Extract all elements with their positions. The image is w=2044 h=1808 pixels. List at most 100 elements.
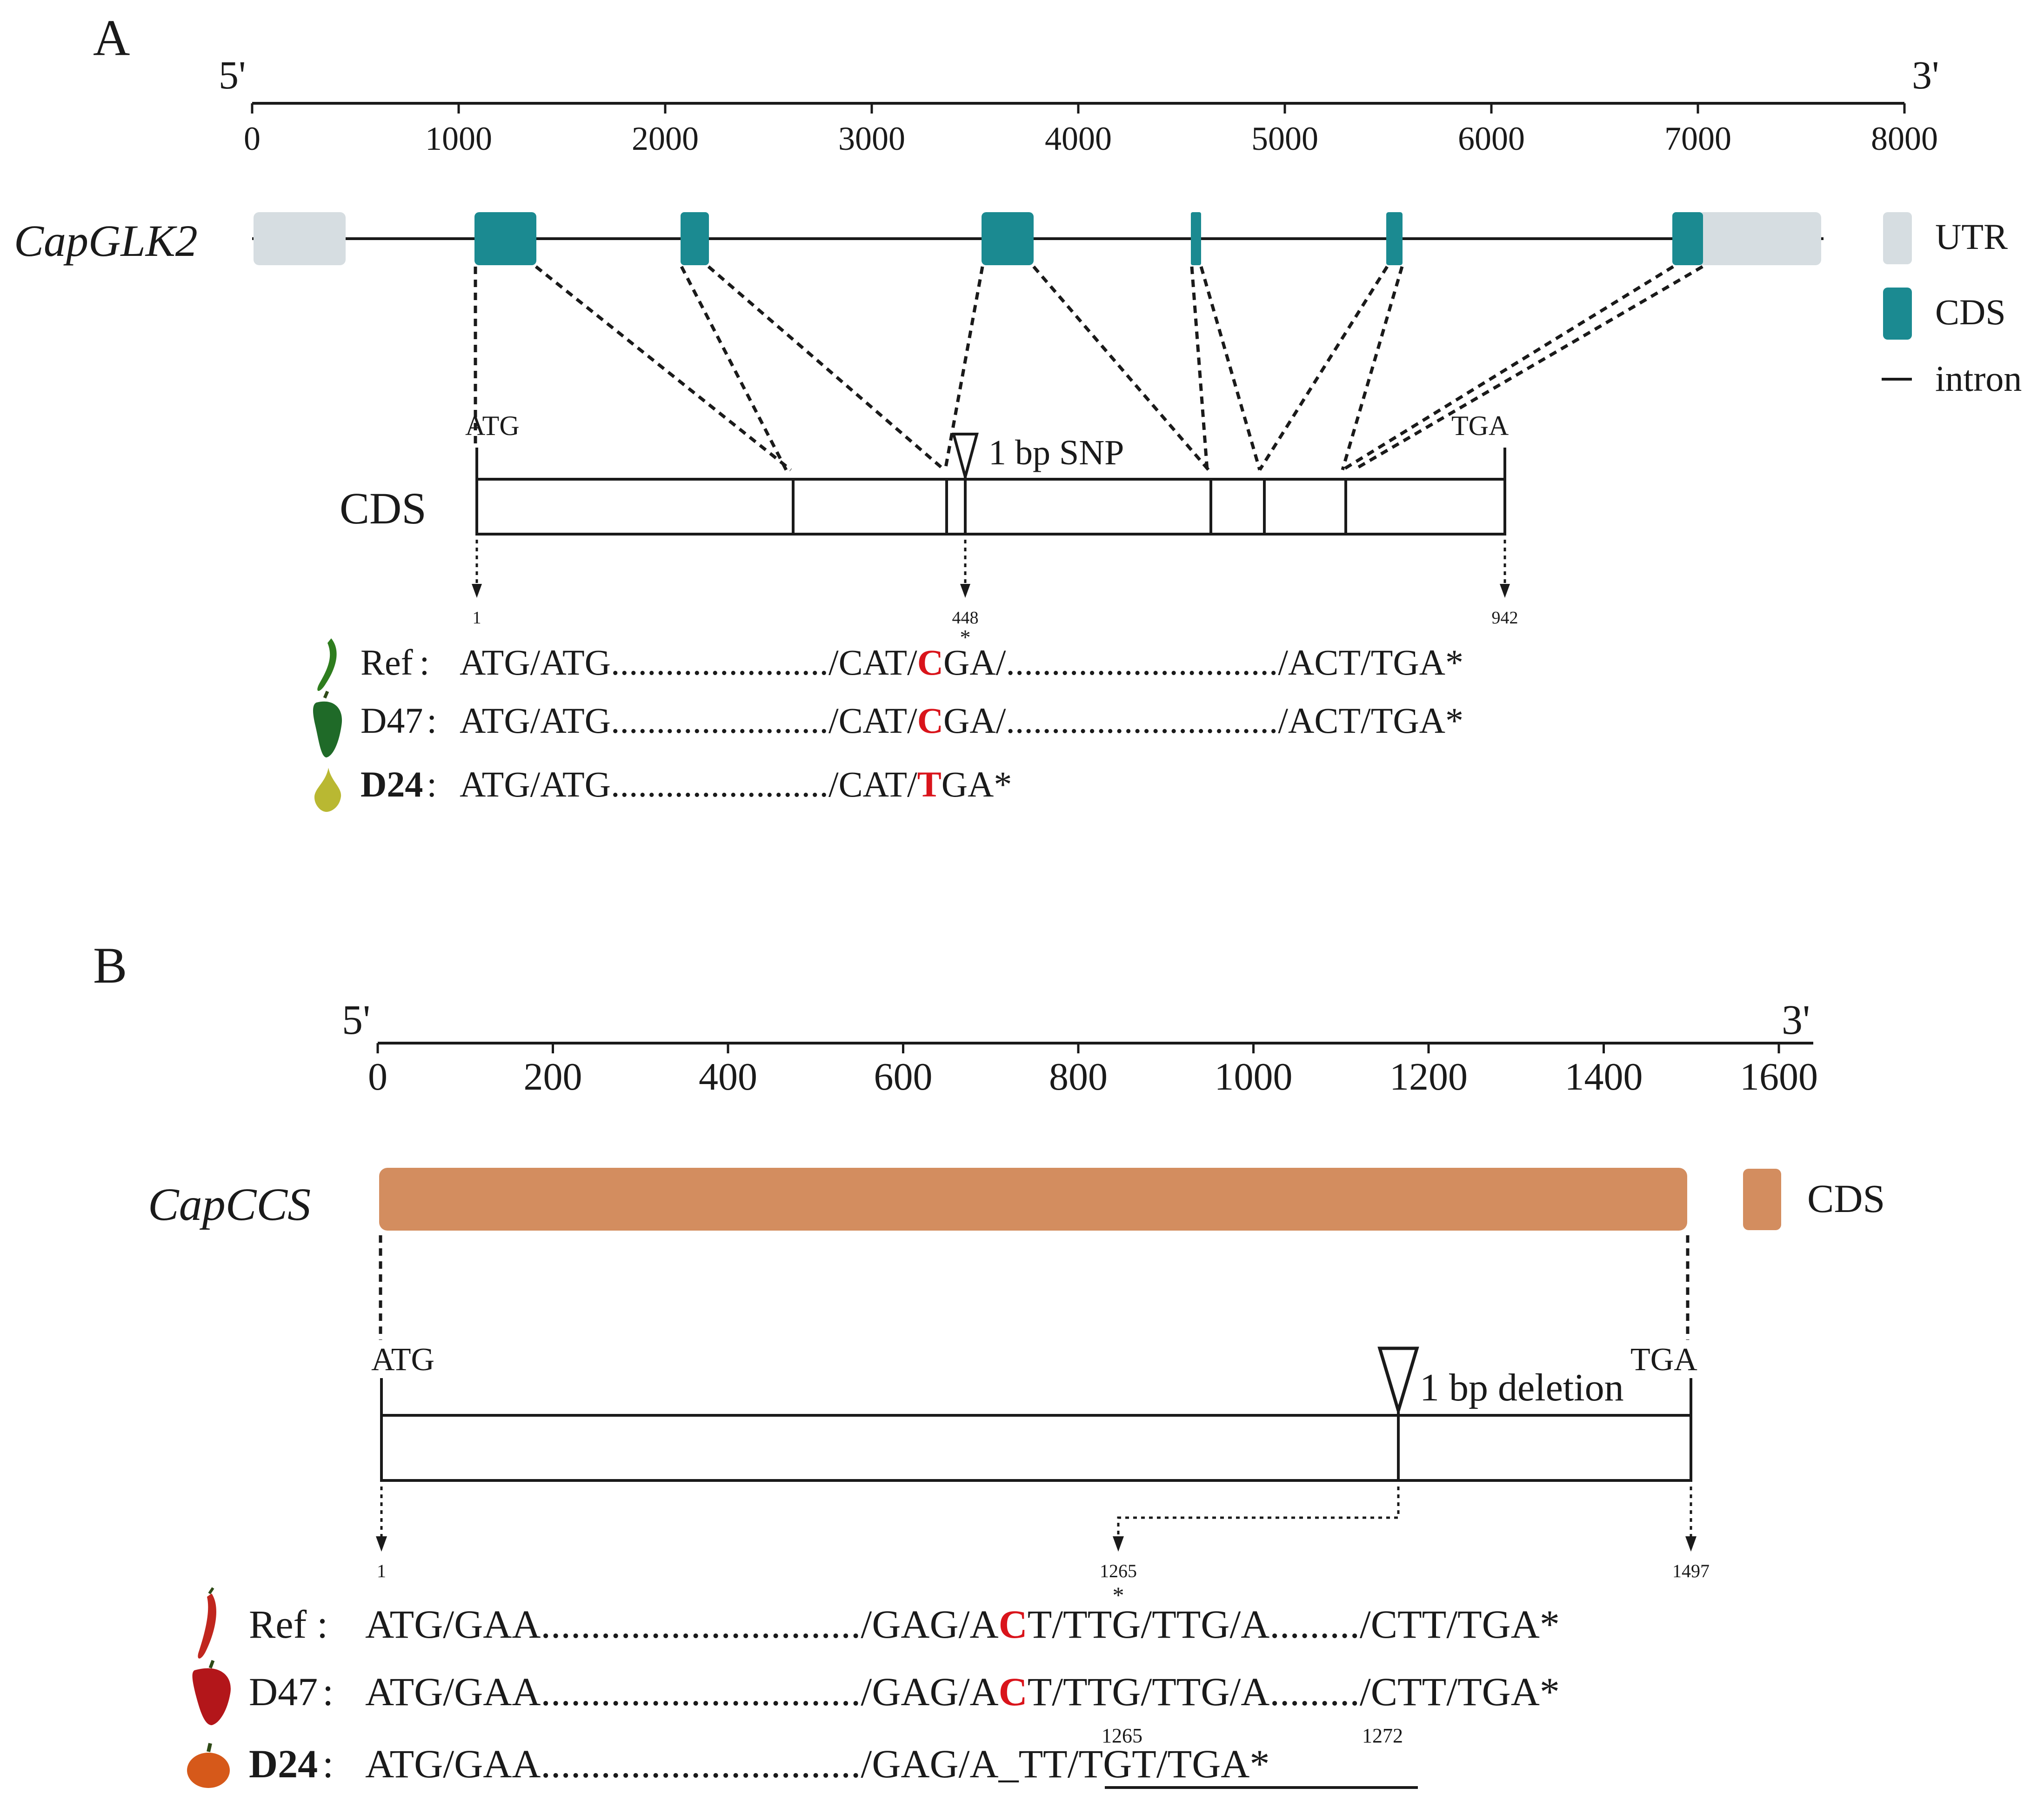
scale-tick-label: 600 — [874, 1055, 933, 1098]
sequence-row: Ref: — [361, 642, 429, 683]
scale-tick-label: 1000 — [425, 120, 492, 157]
scale-tick-label: 400 — [699, 1055, 757, 1098]
sequence-text: ATG/GAA................................/… — [365, 1669, 1560, 1714]
panel-a-gene-name: CapGLK2 — [14, 216, 198, 266]
strain-name: D47 — [361, 700, 423, 741]
strain-name: Ref — [361, 642, 413, 683]
seq-post: T/TTG/TTG/A........./CTT/TGA* — [1028, 1669, 1560, 1714]
utr-3prime — [1698, 212, 1821, 265]
panel-b-position-arrows: 1 1265 1497 * — [376, 1487, 1710, 1608]
strain-name: D24 — [361, 764, 423, 804]
scale-tick-label: 3000 — [838, 120, 905, 157]
connector — [1341, 266, 1404, 470]
pepper-icon-ref-a — [317, 638, 337, 691]
panel-a-legend: UTR CDS intron — [1882, 212, 2022, 399]
panel-a-position-arrows: 1 448 942 * — [472, 540, 1518, 649]
scale-tick-label: 2000 — [632, 120, 699, 157]
connector — [1032, 265, 1210, 471]
scale-tick-label: 0 — [244, 120, 261, 157]
scale-tick-label: 1200 — [1389, 1055, 1468, 1098]
scale-tick-label: 4000 — [1045, 120, 1112, 157]
panel-a-mutation-label: 1 bp SNP — [989, 433, 1124, 472]
panel-a-connectors — [474, 265, 1703, 472]
panel-b-pos-end: 1497 — [1672, 1560, 1710, 1581]
panel-b-letter: B — [93, 937, 127, 994]
panel-a-three-prime: 3' — [1912, 53, 1939, 97]
cds-exon-4 — [1191, 212, 1201, 265]
scale-tick-label: 1600 — [1740, 1055, 1818, 1098]
separator: : — [427, 700, 437, 741]
scale-tick-label: 0 — [368, 1055, 387, 1098]
cds-exon-1 — [474, 212, 536, 265]
cds-exon-3 — [982, 212, 1034, 265]
panel-b-sequence-rows: Ref: ATG/GAA............................… — [249, 1602, 1560, 1789]
arrow-line — [1117, 1487, 1400, 1536]
sequence-row: D47: — [249, 1669, 334, 1714]
separator: : — [420, 642, 430, 683]
cds-box-b — [380, 1414, 1692, 1482]
panel-b-three-prime: 3' — [1782, 997, 1810, 1043]
arrow-head — [960, 584, 970, 598]
legend-intron-label: intron — [1935, 358, 2022, 399]
sequence-text: ATG/ATG......................../CAT/CGA/… — [460, 642, 1463, 683]
scale-tick-label: 1400 — [1565, 1055, 1643, 1098]
strain-name: Ref — [249, 1602, 307, 1647]
seq-post: _TT/TGT/TGA* — [998, 1741, 1270, 1786]
legend-utr-label: UTR — [1935, 216, 2008, 257]
panel-b-pos-start: 1 — [377, 1560, 386, 1581]
panel-a-pos-end: 942 — [1492, 608, 1518, 628]
connector — [1258, 266, 1389, 471]
arrow-head — [472, 584, 482, 598]
sequence-row: D24: — [249, 1741, 334, 1786]
scale-tick-label: 1000 — [1215, 1055, 1293, 1098]
connector — [534, 265, 792, 471]
separator: : — [322, 1669, 334, 1714]
panel-a-gene-model: CapGLK2 — [14, 212, 1824, 266]
sequence-text: ATG/GAA................................/… — [365, 1741, 1269, 1786]
panel-a-five-prime: 5' — [219, 53, 246, 97]
seq-pre: ATG/ATG......................../CAT/ — [460, 642, 917, 683]
pepper-icon-d24-a — [314, 768, 341, 812]
cds-exon-6 — [1672, 212, 1703, 265]
panel-b-connectors — [379, 1235, 1690, 1340]
sequence-row: D47: — [361, 700, 437, 741]
panel-a-star: * — [960, 625, 971, 649]
panel-b-star: * — [1113, 1582, 1124, 1608]
scale-tick-label: 800 — [1049, 1055, 1108, 1098]
panel-a-pos-mut: 448 — [952, 608, 979, 628]
seq-mutation: C — [917, 700, 943, 741]
panel-a-pos-start: 1 — [473, 608, 481, 628]
panel-a-atg-label: ATG — [465, 410, 520, 441]
seq-post: GA/............................../ACT/TG… — [943, 700, 1463, 741]
arrow-head — [1500, 584, 1510, 598]
separator: : — [322, 1741, 334, 1786]
panel-a-sequence-rows: Ref: ATG/ATG......................../CAT… — [361, 642, 1463, 804]
panel-b-tga-label: TGA — [1630, 1342, 1697, 1378]
seq-mutation: C — [999, 1669, 1028, 1714]
seq-pre: ATG/GAA................................/… — [365, 1741, 999, 1786]
panel-b-five-prime: 5' — [342, 997, 370, 1043]
arrow-head — [1113, 1536, 1124, 1552]
separator: : — [427, 764, 437, 804]
arrow-head — [1685, 1536, 1697, 1552]
seq-post: GA* — [942, 764, 1012, 804]
strain-name: D47 — [249, 1669, 318, 1714]
connector — [1190, 266, 1209, 470]
panel-b-pos-mut: 1265 — [1100, 1560, 1137, 1581]
arrow-head — [376, 1536, 387, 1552]
scale-tick-label: 200 — [524, 1055, 582, 1098]
ccs-cds-block — [379, 1168, 1687, 1231]
seq-pre: ATG/ATG......................../CAT/ — [460, 700, 917, 741]
legend-cds-label-b: CDS — [1807, 1176, 1885, 1221]
connector — [1199, 266, 1262, 470]
panel-b-mutation-label: 1 bp deletion — [1420, 1366, 1624, 1409]
sequence-text: ATG/ATG......................../CAT/CGA/… — [460, 700, 1463, 741]
panel-a-cds-bar: ATG TGA CDS 1 bp SNP — [340, 410, 1509, 536]
panel-b-atg-label: ATG — [371, 1342, 434, 1378]
seq-pre: ATG/GAA................................/… — [365, 1602, 999, 1647]
legend-cds-swatch — [1883, 288, 1912, 340]
legend-cds-swatch-b — [1743, 1169, 1781, 1230]
